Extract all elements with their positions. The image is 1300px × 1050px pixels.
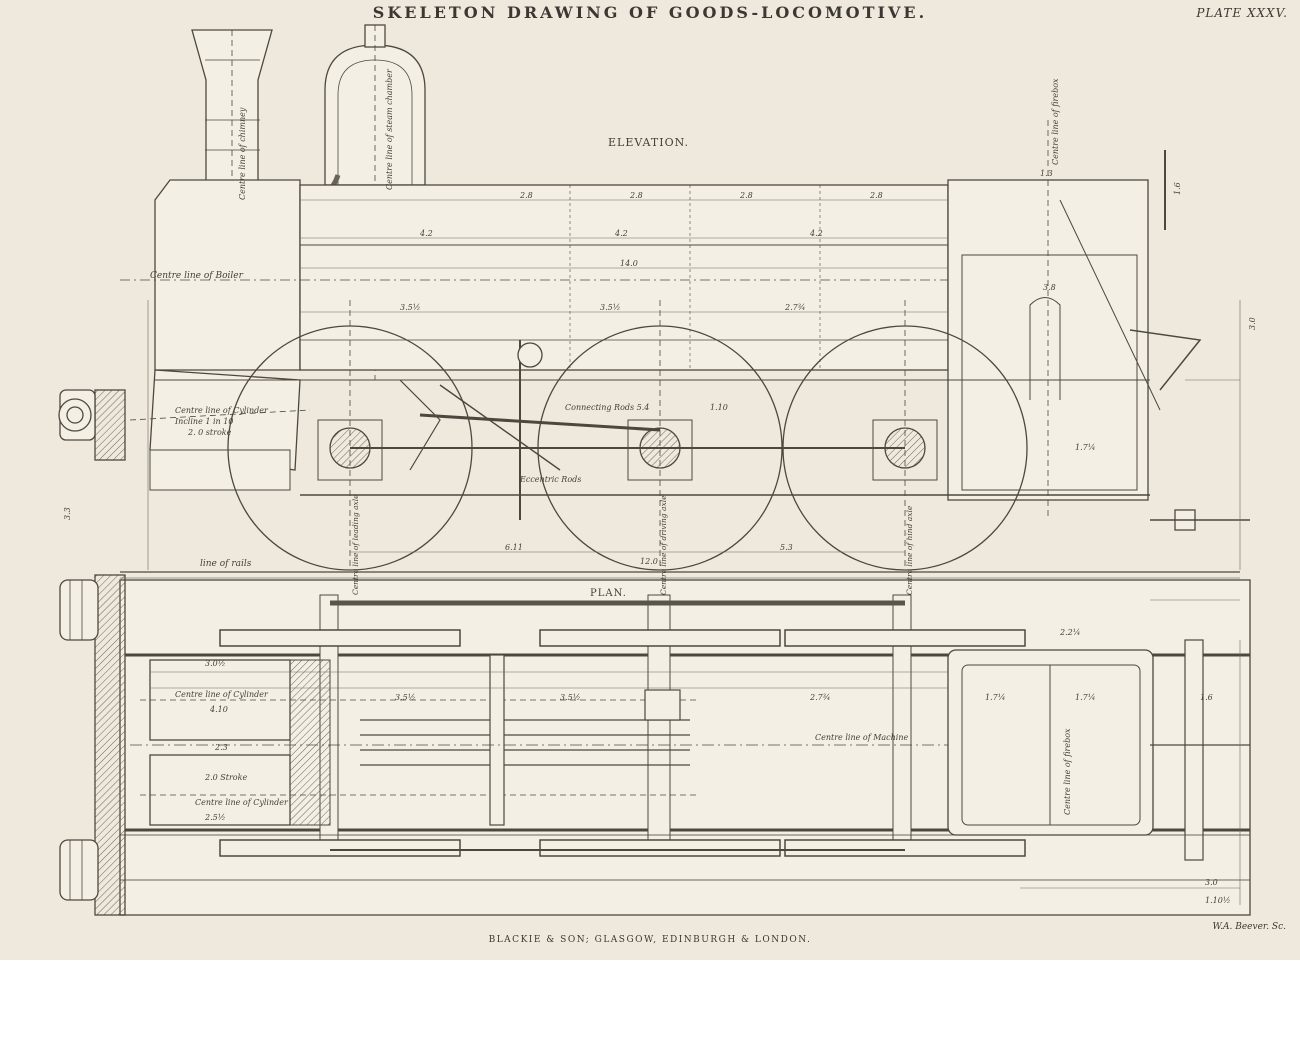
- dim-label: 3.3: [63, 507, 72, 520]
- dim-label: 2.8: [519, 191, 533, 200]
- label-leading-axle: Centre line of leading axle: [351, 494, 360, 595]
- motion: [350, 340, 905, 520]
- dim-label: 1.6: [1200, 693, 1213, 702]
- elevation-dimension-lines: [147, 199, 1241, 570]
- dim-label: 3.8: [1043, 283, 1056, 292]
- dim-label: 1.7¼: [1075, 693, 1095, 702]
- dim-label: 2.2¼: [1059, 628, 1080, 637]
- firebox: [947, 120, 1149, 520]
- label-incline: Incline 1 in 10: [174, 417, 233, 426]
- dim-label: 1.6: [1173, 182, 1182, 195]
- plan-view: [59, 574, 1251, 916]
- plan-cylinders: [140, 659, 700, 826]
- dim-label: 3.0½: [205, 659, 225, 668]
- dim-label: 1.10½: [1205, 896, 1231, 905]
- label-boiler-centre: Centre line of Boiler: [150, 271, 244, 281]
- elevation-view: [58, 24, 1250, 579]
- dim-label: 2.7¾: [784, 303, 805, 312]
- label-hind-axle: Centre line of hind axle: [905, 505, 914, 595]
- label-plan-stroke: 2.0 Stroke: [204, 773, 247, 782]
- label-plan-firebox: Centre line of firebox: [1063, 728, 1072, 815]
- dim-label: 4.2: [614, 229, 628, 238]
- plan-buffers: [59, 579, 99, 901]
- label-connecting-rods: Connecting Rods 5.4: [565, 403, 649, 412]
- plan-valve-gear: [360, 654, 690, 826]
- dim-label: 2.8: [629, 191, 643, 200]
- label-firebox-centre: Centre line of firebox: [1051, 78, 1060, 165]
- label-rails: line of rails: [200, 559, 252, 569]
- dim-label: 14.0: [620, 259, 638, 268]
- dim-label: 1.3: [1040, 169, 1053, 178]
- plan-dimension-lines: [150, 599, 1241, 905]
- front-buffers: [58, 389, 126, 461]
- label-chimney-centre: Centre line of chimney: [238, 107, 247, 200]
- dim-label: 6.11: [505, 543, 523, 552]
- engraver-credit: W.A. Beever. Sc.: [1212, 922, 1286, 932]
- dim-label: 2.8: [869, 191, 883, 200]
- cylinder: [129, 369, 311, 491]
- plate-number: PLATE XXXV.: [1196, 6, 1288, 20]
- dim-label: 3.0: [1248, 317, 1257, 330]
- label-plan-cylinder-1: Centre line of Cylinder: [175, 690, 269, 699]
- dim-label: 2.3: [214, 743, 228, 752]
- plan-firebox: [947, 649, 1154, 836]
- dim-label: 5.3: [780, 543, 793, 552]
- dim-label: 3.5½: [400, 303, 420, 312]
- dim-label: 12.0: [640, 557, 658, 566]
- dim-label: 1.7¼: [1075, 443, 1095, 452]
- dim-label: 3.5½: [560, 693, 580, 702]
- bottom-margin: [0, 960, 1300, 1050]
- label-plan-machine: Centre line of Machine: [815, 733, 908, 742]
- dim-label: 4.10: [209, 705, 228, 714]
- boiler-barrel: [120, 184, 949, 371]
- plan-buffer-beam: [94, 574, 126, 916]
- plan-heading: PLAN.: [590, 588, 627, 599]
- plan-rear-drawgear: [1150, 639, 1250, 861]
- dim-label: 1.7¼: [985, 693, 1005, 702]
- label-plan-cylinder-2: Centre line of Cylinder: [195, 798, 289, 807]
- dim-label: 3.0: [1205, 878, 1218, 887]
- plate-title: SKELETON DRAWING OF GOODS-LOCOMOTIVE.: [372, 3, 928, 22]
- elevation-heading: ELEVATION.: [608, 136, 689, 149]
- label-driving-axle: Centre line of driving axle: [659, 495, 668, 595]
- label-steam-chamber: Centre line of steam chamber: [385, 68, 394, 190]
- smokebox: [154, 179, 301, 371]
- dim-label: 4.2: [809, 229, 823, 238]
- plan-labels: PLAN. Centre line of Cylinder Centre lin…: [175, 588, 1231, 905]
- plate-sheet: ELEVATION. Centre line of Boiler Centre …: [0, 0, 1300, 960]
- dim-label: 2.8: [739, 191, 753, 200]
- steam-dome: [299, 24, 426, 380]
- label-cylinder-centre: Centre line of Cylinder: [175, 406, 269, 415]
- publisher-imprint: BLACKIE & SON; GLASGOW, EDINBURGH & LOND…: [488, 935, 812, 945]
- locomotive-drawing: ELEVATION. Centre line of Boiler Centre …: [58, 24, 1257, 916]
- dim-label: 3.5½: [395, 693, 415, 702]
- dim-label: 3.5½: [600, 303, 620, 312]
- plan-wheels: [219, 629, 1026, 857]
- dim-label: 1.10: [710, 403, 728, 412]
- dim-label: 4.2: [419, 229, 433, 238]
- dim-label: 2.7¾: [809, 693, 830, 702]
- label-stroke-elevation: 2. 0 stroke: [187, 428, 232, 437]
- label-eccentric-rods: Eccentric Rods: [519, 475, 581, 484]
- elevation-labels: ELEVATION. Centre line of Boiler Centre …: [63, 68, 1257, 595]
- dim-label: 2.5½: [204, 813, 225, 822]
